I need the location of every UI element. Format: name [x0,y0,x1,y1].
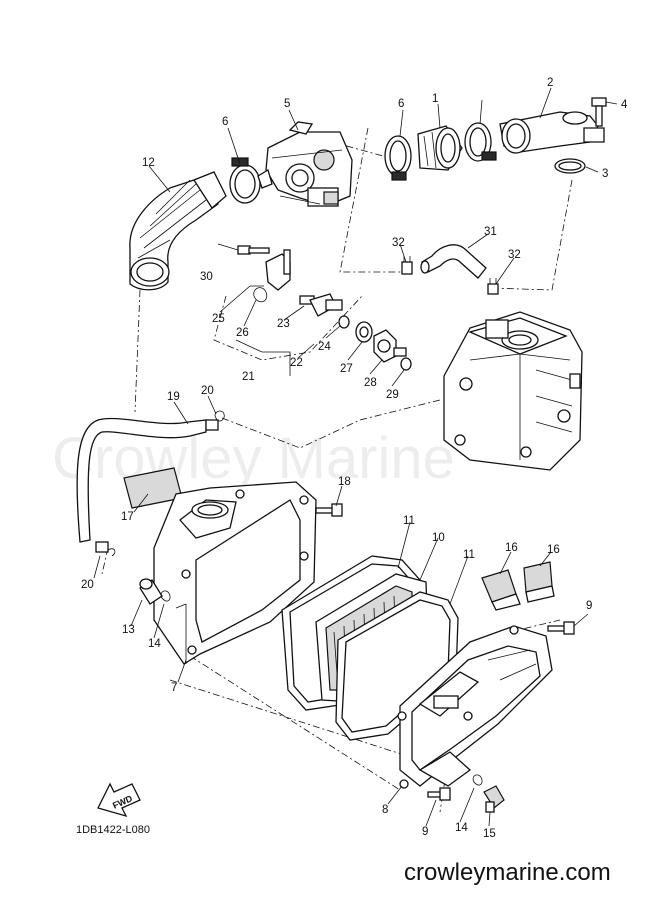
callout-9-bottom: 9 [422,826,428,838]
hose-clip-20-bottom [95,541,116,557]
sensor-23 [299,293,343,317]
callout-30: 30 [200,271,213,283]
callout-8: 8 [382,804,388,816]
o-ring-3 [554,158,586,174]
engine-block [443,311,583,471]
callout-19: 19 [167,391,180,403]
watermark: Crowley Marine [52,426,455,491]
callout-22: 22 [290,357,303,369]
callout-4: 4 [621,99,628,111]
callout-23: 23 [277,318,290,330]
clip-14-left [160,590,171,602]
air-cleaner-cap-8 [397,625,553,789]
sensor-bracket-25 [265,249,291,291]
intake-duct-12 [129,171,227,291]
screw-9-right [547,621,575,635]
hose-clip-32 [401,256,413,275]
callout-27: 27 [340,363,353,375]
clip-14-right [472,774,483,786]
callout-32-left: 32 [392,237,405,249]
callout-26: 26 [236,327,249,339]
clip-26 [253,287,268,303]
hose-clip-20-top [214,410,225,422]
callout-11-left: 11 [403,515,415,527]
intake-manifold-2 [499,111,605,154]
o-ring-29 [400,357,412,371]
bolt-18 [315,503,343,517]
callout-6-middle: 6 [398,98,404,110]
callout-1: 1 [432,93,438,105]
bolt-30 [237,245,270,255]
callout-12: 12 [142,157,155,169]
callout-10: 10 [432,532,445,544]
callout-29: 29 [386,389,399,401]
gasket-27 [355,321,373,343]
callout-11-right: 11 [463,549,475,561]
screw-9-bottom [427,787,451,801]
callout-6-left: 6 [222,116,228,128]
callout-16-left: 16 [505,542,518,554]
seal-16-left [481,569,521,611]
drain-pipe-13 [139,578,163,605]
air-cleaner-case-7 [153,481,317,665]
o-ring-24 [338,315,350,329]
callout-25: 25 [212,313,225,325]
callout-32-right: 32 [508,249,521,261]
callout-leaders [93,87,618,827]
callout-14-left: 14 [148,638,161,650]
callout-13: 13 [122,624,135,636]
hose-31 [420,244,487,279]
hose-clamp-6-left [229,157,261,204]
hose-clip-32-right [487,278,499,295]
valve-28 [373,329,407,363]
hose-clamp-6-middle [384,135,412,181]
callout-5: 5 [284,98,290,110]
callout-20-bottom: 20 [81,579,94,591]
diagram-code: 1DB1422-L080 [76,824,150,836]
callout-numbers: 1 2 3 4 5 6 6 7 8 9 9 10 11 11 12 13 14 … [81,77,628,840]
callout-31: 31 [484,226,497,238]
callout-21: 21 [242,371,255,383]
callout-15: 15 [483,828,496,840]
callout-28: 28 [364,377,377,389]
callout-9-right: 9 [586,600,592,612]
callout-20-top: 20 [201,385,214,397]
callout-3: 3 [602,168,608,180]
callout-18: 18 [338,476,351,488]
joint-1 [417,125,463,171]
callout-14-right: 14 [455,822,468,834]
seal-16-right [523,561,555,603]
throttle-body-5 [257,121,353,207]
callout-17: 17 [121,511,134,523]
callout-7: 7 [171,682,177,694]
hose-19 [76,417,219,543]
callout-2: 2 [547,77,553,89]
hose-clamp-6-right [464,122,497,162]
forward-direction-arrow: FWD [97,782,141,818]
callout-16-right: 16 [547,544,560,556]
callout-24: 24 [318,341,331,353]
drain-plug-15 [483,785,505,813]
footer-url: crowleymarine.com [404,859,611,886]
